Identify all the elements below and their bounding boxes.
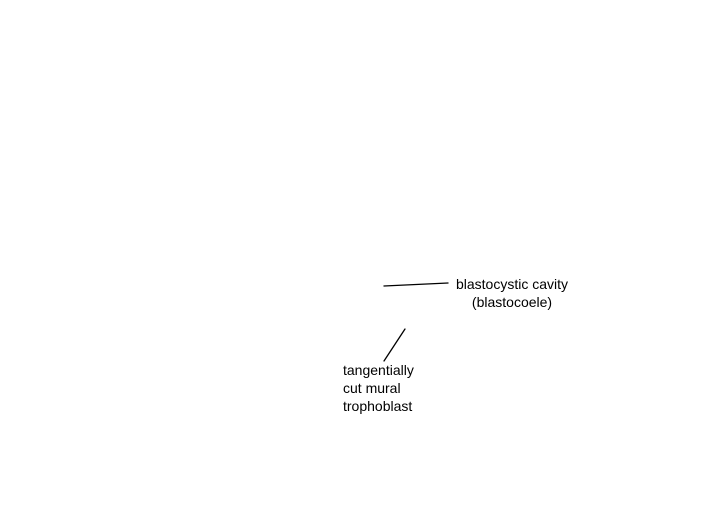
label-blastocystic-cavity-line-1: blastocystic cavity xyxy=(455,276,569,292)
label-blastocystic-cavity-line-2: (blastocoele) xyxy=(471,294,553,310)
leader-line-mural-trophoblast xyxy=(383,328,406,362)
label-mural-trophoblast-line-1: tangentially xyxy=(343,362,414,378)
label-mural-trophoblast-line-3: trophoblast xyxy=(343,398,413,414)
label-mural-trophoblast-line-2: cut mural xyxy=(343,380,401,396)
label-blastocystic-cavity: blastocystic cavity (blastocoele) xyxy=(446,275,578,311)
label-mural-trophoblast: tangentially cut mural trophoblast xyxy=(343,361,414,415)
leader-line-blastocystic-cavity xyxy=(383,282,449,287)
